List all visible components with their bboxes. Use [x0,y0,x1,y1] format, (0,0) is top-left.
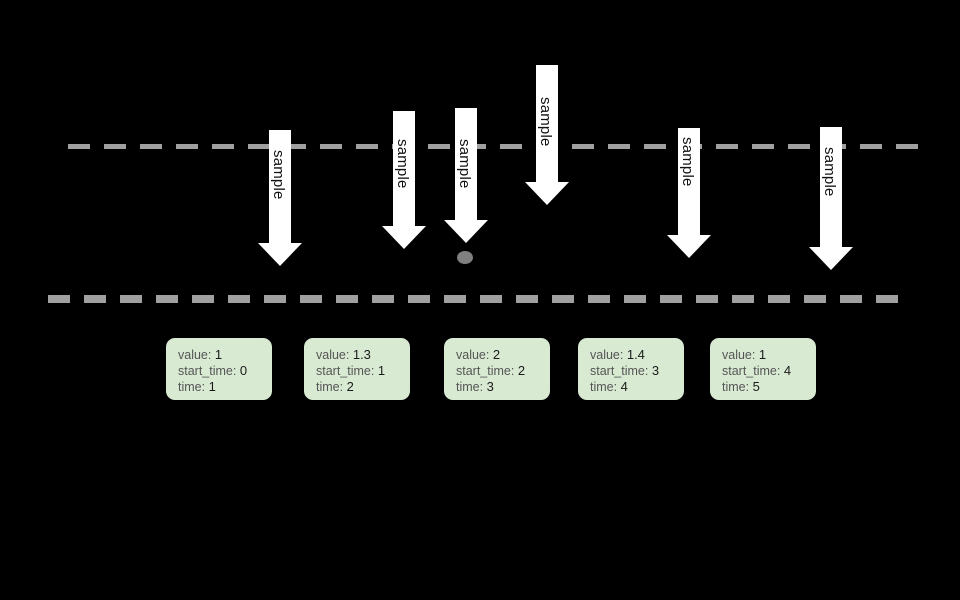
result-time-row: time: 4 [590,379,684,395]
down-arrow-icon [525,65,569,205]
sample-arrow-2: sample [382,111,426,249]
time-key: time: [590,380,618,394]
result-value-row: value: 2 [456,347,550,363]
time-key: time: [316,380,344,394]
result-start-time-row: start_time: 3 [590,363,684,379]
time-val: 5 [752,379,760,394]
sample-arrow-6: sample [809,127,853,270]
start-time-key: start_time: [316,364,375,378]
result-start-time-row: start_time: 2 [456,363,550,379]
time-val: 4 [620,379,628,394]
value-val: 2 [492,347,501,362]
result-box-5: value: 1 start_time: 4 time: 5 [710,338,816,400]
value-val: 1 [758,347,767,362]
value-val: 1 [214,347,223,362]
value-val: 1.3 [352,347,371,362]
result-start-time-row: start_time: 0 [178,363,272,379]
result-value-row: value: 1.4 [590,347,684,363]
time-key: time: [722,380,750,394]
result-start-time-row: start_time: 4 [722,363,816,379]
time-val: 1 [208,379,216,394]
sample-arrow-5: sample [667,128,711,258]
result-time-row: time: 3 [456,379,550,395]
window-dashed-line [48,295,910,303]
result-box-1: value: 1 start_time: 0 time: 1 [166,338,272,400]
start-time-key: start_time: [722,364,781,378]
late-event-dot [457,251,473,264]
result-start-time-row: start_time: 1 [316,363,410,379]
result-value-row: value: 1 [178,347,272,363]
time-key: time: [456,380,484,394]
start-time-val: 4 [783,363,792,378]
value-key: value: [722,348,756,362]
result-value-row: value: 1 [722,347,816,363]
start-time-val: 1 [377,363,386,378]
down-arrow-icon [667,128,711,258]
sample-arrow-1: sample [258,130,302,266]
start-time-key: start_time: [590,364,649,378]
start-time-val: 2 [517,363,526,378]
result-box-2: value: 1.3 start_time: 1 time: 2 [304,338,410,400]
result-value-row: value: 1.3 [316,347,410,363]
value-key: value: [456,348,490,362]
value-key: value: [178,348,212,362]
start-time-key: start_time: [456,364,515,378]
sample-arrow-3: sample [444,108,488,243]
event-dashed-line [68,144,926,149]
time-val: 3 [486,379,494,394]
value-key: value: [316,348,350,362]
down-arrow-icon [258,130,302,266]
value-val: 1.4 [626,347,645,362]
sample-arrow-4: sample [525,65,569,205]
start-time-val: 3 [651,363,660,378]
result-time-row: time: 5 [722,379,816,395]
down-arrow-icon [382,111,426,249]
start-time-val: 0 [239,363,248,378]
result-time-row: time: 1 [178,379,272,395]
value-key: value: [590,348,624,362]
start-time-key: start_time: [178,364,237,378]
result-box-4: value: 1.4 start_time: 3 time: 4 [578,338,684,400]
result-box-3: value: 2 start_time: 2 time: 3 [444,338,550,400]
result-time-row: time: 2 [316,379,410,395]
down-arrow-icon [809,127,853,270]
down-arrow-icon [444,108,488,243]
time-key: time: [178,380,206,394]
time-val: 2 [346,379,354,394]
